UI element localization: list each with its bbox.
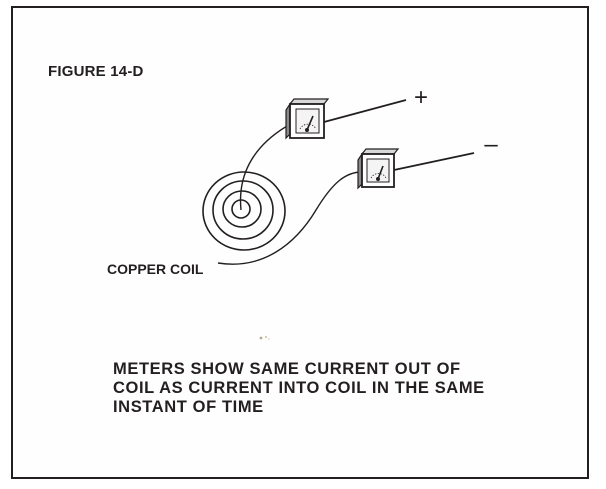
- bottom-meter-icon: [357, 148, 400, 190]
- caption-line: INSTANT OF TIME: [113, 398, 264, 416]
- positive-terminal-symbol: +: [414, 84, 428, 111]
- caption-line: METERS SHOW SAME CURRENT OUT OF: [113, 360, 461, 378]
- negative-lead: [393, 152, 475, 171]
- copper-coil-label: COPPER COIL: [107, 261, 204, 277]
- top-meter-icon: [285, 98, 330, 140]
- figure-label: FIGURE 14-D: [48, 63, 144, 80]
- print-speck: [259, 336, 270, 340]
- caption-line: COIL AS CURRENT INTO COIL IN THE SAME: [113, 379, 485, 397]
- copper-coil-icon: [202, 171, 286, 251]
- positive-lead: [323, 99, 407, 123]
- figure-frame: [11, 6, 589, 479]
- input-wire: [239, 119, 299, 211]
- output-wire: [217, 171, 363, 265]
- figure-caption: METERS SHOW SAME CURRENT OUT OF COIL AS …: [113, 360, 543, 417]
- negative-terminal-symbol: –: [484, 131, 498, 158]
